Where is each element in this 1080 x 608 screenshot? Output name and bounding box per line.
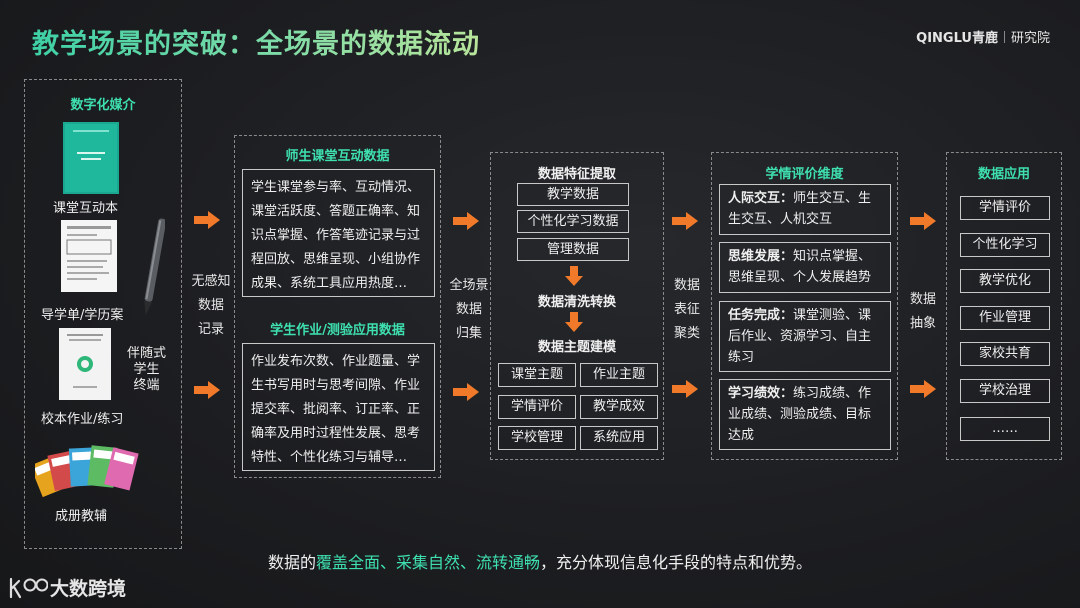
flow-label-abstract-1: 数据 bbox=[909, 292, 936, 307]
evaluation-panel-title: 学情评价维度 bbox=[765, 167, 844, 182]
feature-item-management: 管理数据 bbox=[517, 238, 629, 261]
brand-divider bbox=[1003, 31, 1005, 43]
workbooks-image bbox=[35, 445, 139, 498]
arrow-right-icon bbox=[453, 383, 479, 401]
dimension-interaction: 人际交互：师生交互、生 生交互、人机交互 bbox=[719, 184, 891, 235]
application-panel: 数据应用 学情评价 个性化学习 教学优化 作业管理 家校共育 学校治理 …… bbox=[946, 152, 1062, 460]
interactive-notebook-image bbox=[63, 122, 119, 194]
flow-label-collect: 全场景 数据 归集 bbox=[444, 274, 494, 346]
footer-prefix: 数据的 bbox=[267, 553, 316, 572]
topic-homework: 作业主题 bbox=[580, 363, 658, 387]
footer-summary: 数据的覆盖全面、采集自然、流转通畅，充分体现信息化手段的特点和优势。 bbox=[0, 549, 1080, 573]
flow-label-collect-1: 全场景 bbox=[449, 278, 489, 293]
media-item-label-3: 校本作业/练习 bbox=[41, 412, 124, 427]
smart-pen-icon bbox=[144, 218, 165, 316]
section1-box: 学生课堂参与率、互动情况、课堂活跃度、答题正确率、知识点掌握、作答笔迹记录与过程… bbox=[242, 169, 435, 297]
media-panel-title: 数字化媒介 bbox=[70, 98, 136, 113]
pen-label-1: 伴随式 bbox=[127, 346, 167, 361]
topic-outcome: 教学成效 bbox=[580, 395, 658, 419]
section2-text: 作业发布次数、作业题量、学生书写用时与思考间隙、作业提交率、批阅率、订正率、正确… bbox=[251, 354, 421, 465]
footer-suffix: ，充分体现信息化手段的特点和优势。 bbox=[540, 553, 813, 572]
evaluation-panel: 学情评价维度 人际交互：师生交互、生 生交互、人机交互 思维发展：知识点掌握、 … bbox=[711, 152, 898, 460]
brand-name: QINGLU青鹿 bbox=[916, 31, 998, 46]
watermark-logo: 大数跨境 bbox=[8, 574, 126, 601]
collection-panel: 师生课堂互动数据 学生课堂参与率、互动情况、课堂活跃度、答题正确率、知识点掌握、… bbox=[234, 135, 441, 478]
media-item-label-2: 导学单/学历案 bbox=[41, 308, 124, 323]
logo-mark-icon bbox=[9, 577, 48, 598]
topic-evaluation: 学情评价 bbox=[498, 395, 576, 419]
section1-title: 师生课堂互动数据 bbox=[285, 149, 390, 164]
flow-label-record-2: 数据 bbox=[197, 298, 224, 313]
app-item-teaching-optimization: 教学优化 bbox=[960, 269, 1050, 293]
flow-label-represent-3: 聚类 bbox=[673, 326, 700, 341]
media-panel: 数字化媒介 课堂互动本 导学单/学历案 伴随式 bbox=[24, 79, 182, 549]
step-topic-modeling: 数据主题建模 bbox=[537, 340, 616, 355]
school-exercise-image bbox=[59, 328, 111, 400]
flow-label-record-3: 记录 bbox=[197, 322, 224, 337]
section2-box: 作业发布次数、作业题量、学生书写用时与思考间隙、作业提交率、批阅率、订正率、正确… bbox=[242, 343, 435, 471]
flow-label-abstract: 数据 抽象 bbox=[898, 288, 948, 336]
footer-highlight: 覆盖全面、采集自然、流转通畅 bbox=[315, 553, 540, 572]
logo-text: 大数跨境 bbox=[50, 578, 127, 600]
media-item-label-4: 成册教辅 bbox=[55, 509, 108, 524]
section1-text: 学生课堂参与率、互动情况、课堂活跃度、答题正确率、知识点掌握、作答笔迹记录与过程… bbox=[251, 180, 421, 291]
brand-logo: QINGLU青鹿研究院 bbox=[916, 27, 1050, 46]
flow-label-collect-3: 归集 bbox=[455, 326, 482, 341]
arrow-down-icon bbox=[565, 312, 583, 332]
page-title: 教学场景的突破：全场景的数据流动 bbox=[32, 22, 480, 61]
arrow-right-icon bbox=[194, 211, 220, 229]
arrow-right-icon bbox=[453, 212, 479, 230]
worksheet-image bbox=[61, 220, 117, 292]
step-data-cleaning: 数据清洗转换 bbox=[537, 295, 616, 310]
feature-item-teaching: 教学数据 bbox=[517, 183, 629, 206]
dimension-task-completion: 任务完成：课堂测验、课 后作业、资源学习、自主 练习 bbox=[719, 301, 891, 372]
media-item-label-1: 课堂互动本 bbox=[53, 201, 119, 216]
arrow-down-icon bbox=[565, 266, 583, 286]
flow-label-represent: 数据 表征 聚类 bbox=[662, 274, 712, 346]
application-panel-title: 数据应用 bbox=[977, 167, 1030, 182]
processing-panel: 数据特征提取 教学数据 个性化学习数据 管理数据 数据清洗转换 数据主题建模 课… bbox=[490, 152, 664, 460]
app-item-school-governance: 学校治理 bbox=[960, 379, 1050, 403]
flow-label-record: 无感知 数据 记录 bbox=[186, 270, 236, 342]
section2-title: 学生作业/测验应用数据 bbox=[270, 323, 405, 338]
flow-label-represent-2: 表征 bbox=[673, 302, 700, 317]
step-feature-extraction: 数据特征提取 bbox=[537, 167, 616, 182]
app-item-homework-management: 作业管理 bbox=[960, 306, 1050, 330]
flow-label-represent-1: 数据 bbox=[673, 278, 700, 293]
pen-label: 伴随式 学生 终端 bbox=[127, 346, 166, 394]
flow-label-collect-2: 数据 bbox=[455, 302, 482, 317]
topic-school-management: 学校管理 bbox=[498, 426, 576, 450]
arrow-right-icon bbox=[910, 380, 936, 398]
flow-label-record-1: 无感知 bbox=[191, 274, 231, 289]
app-item-more: …… bbox=[960, 417, 1050, 441]
arrow-right-icon bbox=[194, 381, 220, 399]
pen-label-3: 终端 bbox=[133, 378, 160, 393]
dimension-thinking: 思维发展：知识点掌握、 思维呈现、个人发展趋势 bbox=[719, 242, 891, 293]
arrow-right-icon bbox=[672, 380, 698, 398]
pen-label-2: 学生 bbox=[133, 362, 160, 377]
app-item-evaluation: 学情评价 bbox=[960, 196, 1050, 220]
arrow-right-icon bbox=[672, 212, 698, 230]
app-item-personal-learning: 个性化学习 bbox=[960, 233, 1050, 257]
topic-system-usage: 系统应用 bbox=[580, 426, 658, 450]
feature-item-personal: 个性化学习数据 bbox=[517, 210, 629, 233]
topic-classroom: 课堂主题 bbox=[498, 363, 576, 387]
arrow-right-icon bbox=[910, 212, 936, 230]
dimension-performance: 学习绩效：练习成绩、作 业成绩、测验成绩、目标 达成 bbox=[719, 379, 891, 450]
app-item-home-school: 家校共育 bbox=[960, 342, 1050, 366]
flow-label-abstract-2: 抽象 bbox=[909, 316, 936, 331]
brand-sub: 研究院 bbox=[1010, 31, 1050, 46]
